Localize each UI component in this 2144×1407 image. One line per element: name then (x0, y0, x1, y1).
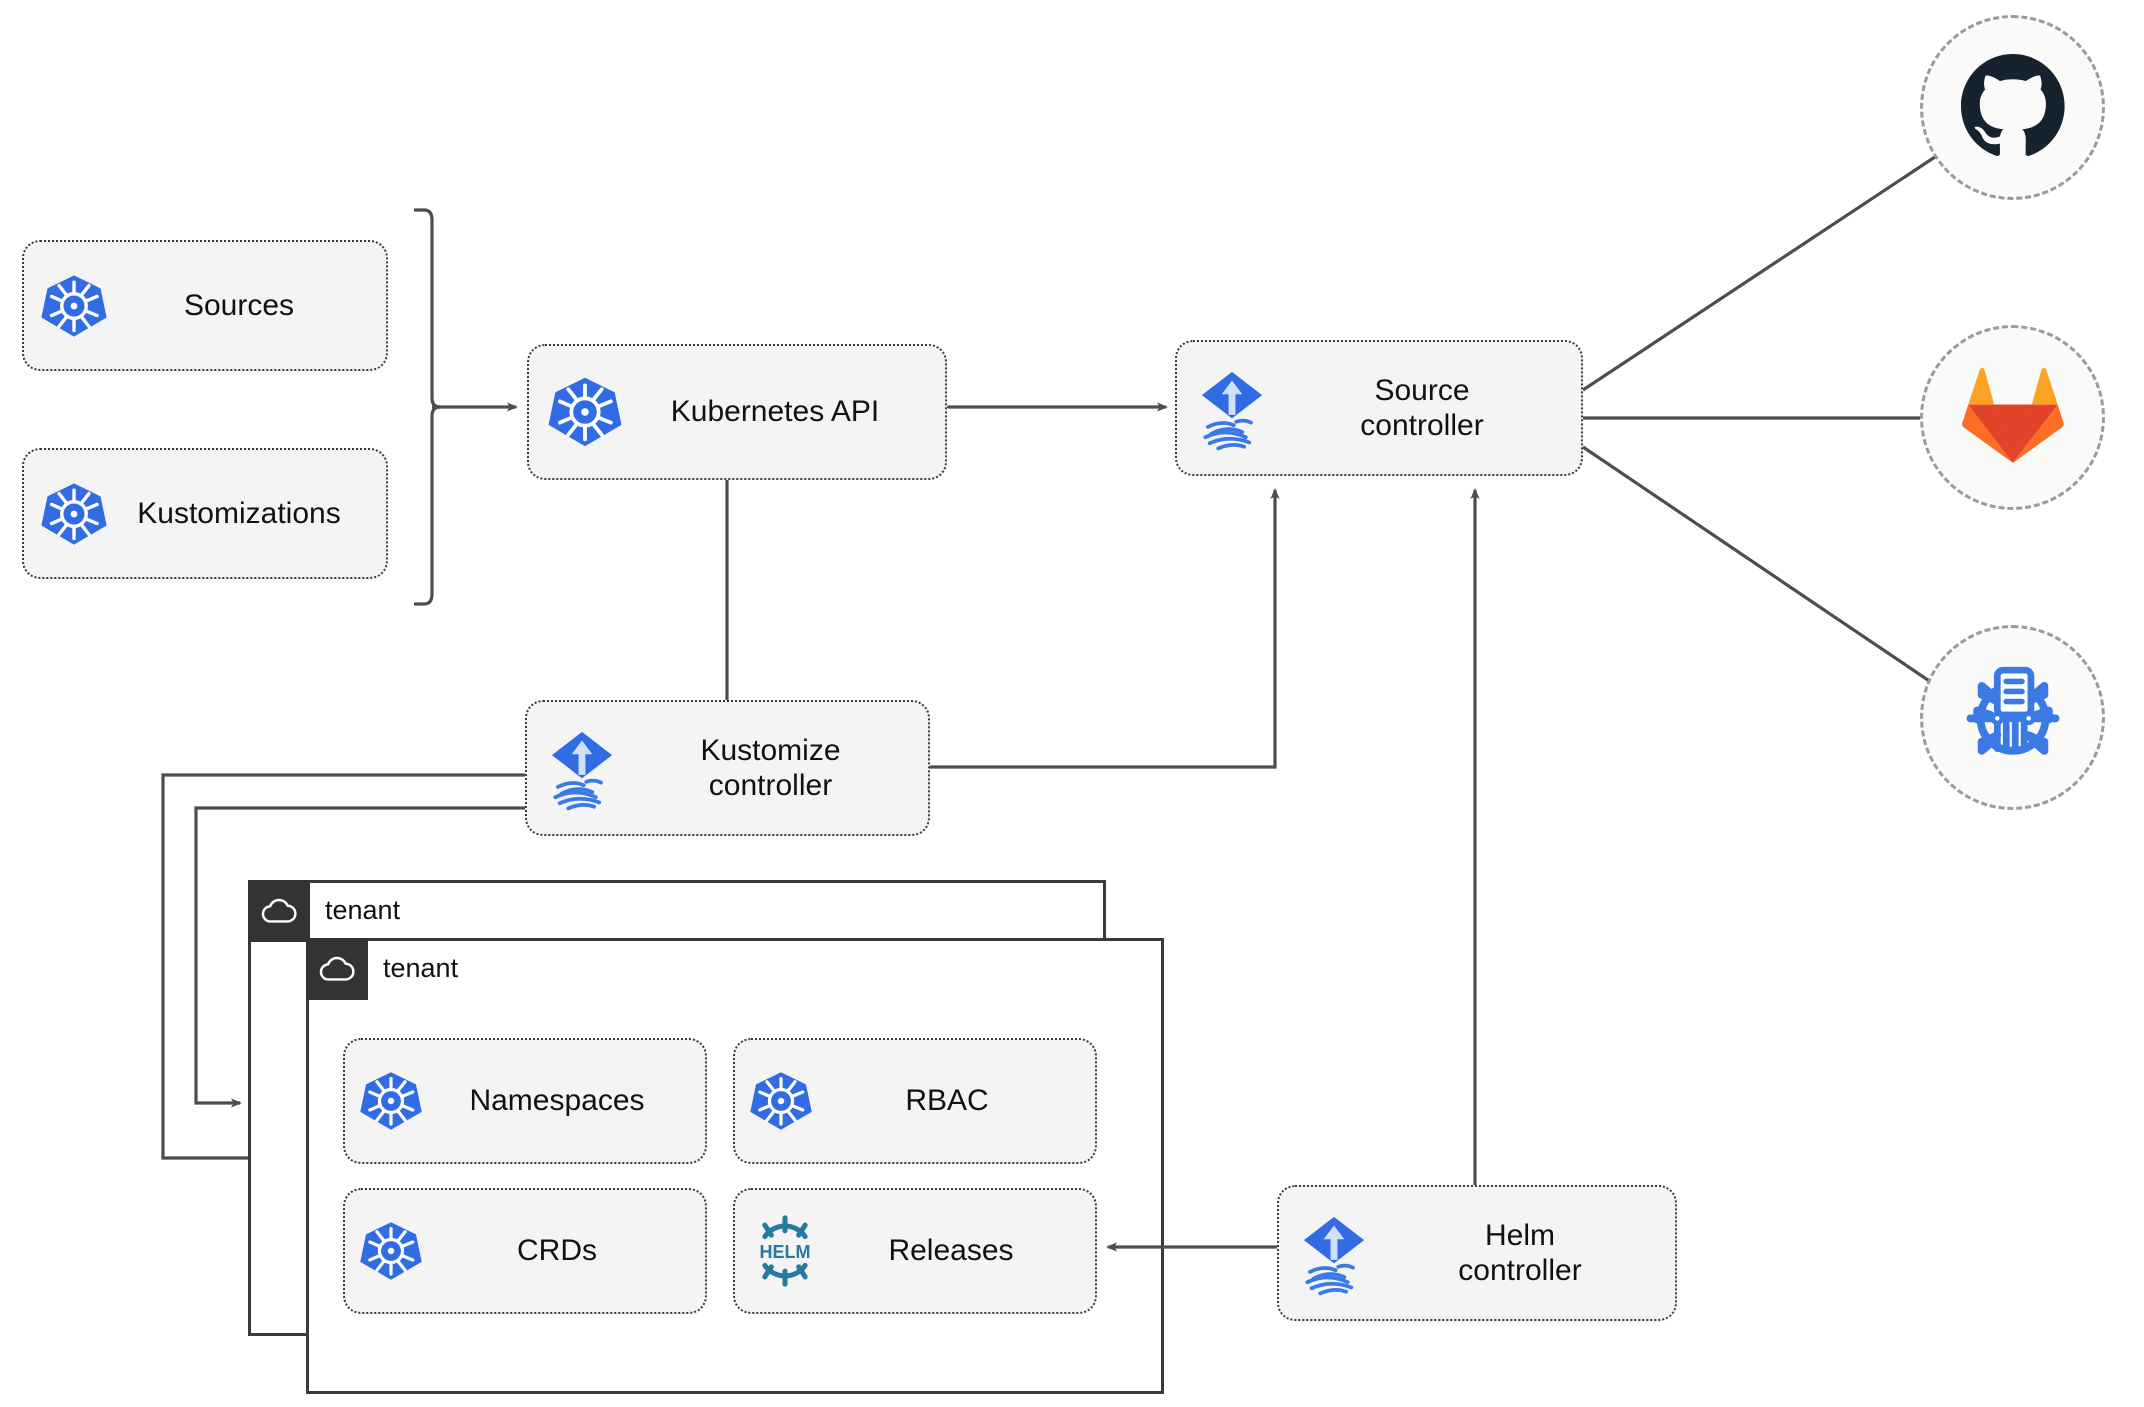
tenant-container-front[interactable]: tenant (306, 938, 1164, 1394)
node-label: CRDs (517, 1234, 597, 1268)
wire-source-to-helm-repo (1582, 445, 1955, 699)
node-label: Source controller (1360, 373, 1484, 442)
node-label: Helm controller (1458, 1218, 1582, 1287)
node-source-controller[interactable]: Source controller (1175, 340, 1583, 476)
node-label: Sources (183, 288, 295, 322)
node-releases[interactable]: HELM Releases (733, 1188, 1097, 1314)
github-icon (1960, 53, 2065, 162)
kubernetes-icon (749, 1069, 813, 1133)
node-sources[interactable]: Sources (22, 240, 388, 371)
endpoint-gitlab[interactable] (1920, 325, 2105, 510)
node-rbac[interactable]: RBAC (733, 1038, 1097, 1164)
node-helm-controller[interactable]: Helm controller (1277, 1185, 1677, 1321)
gitlab-icon (1961, 365, 2065, 470)
endpoint-helm-repository[interactable] (1920, 625, 2105, 810)
node-label: RBAC (905, 1084, 989, 1118)
kubernetes-icon (40, 272, 108, 340)
node-label: Namespaces (469, 1084, 645, 1118)
node-label: Releases (888, 1234, 1014, 1268)
node-namespaces[interactable]: Namespaces (343, 1038, 707, 1164)
flux-icon (1189, 365, 1275, 451)
flux-icon (539, 725, 625, 811)
node-label: Kubernetes API (670, 395, 880, 429)
endpoint-github[interactable] (1920, 15, 2105, 200)
tenant-label: tenant (383, 953, 459, 983)
helm-icon: HELM (749, 1215, 821, 1287)
wire-source-to-github (1582, 143, 1955, 392)
svg-text:HELM: HELM (760, 1242, 811, 1262)
wire-brace-bottom (414, 405, 441, 606)
kubernetes-icon (40, 480, 108, 548)
helm-repository-icon (1957, 659, 2069, 776)
node-crds[interactable]: CRDs (343, 1188, 707, 1314)
wire-kustomize-to-source (930, 488, 1280, 769)
tenant-label: tenant (325, 895, 401, 925)
node-label: Kustomizations (137, 496, 341, 530)
wire-brace-top (414, 208, 441, 409)
kubernetes-icon (359, 1219, 423, 1283)
kubernetes-icon (359, 1069, 423, 1133)
node-kubernetes-api[interactable]: Kubernetes API (527, 344, 947, 480)
node-kustomize-controller[interactable]: Kustomize controller (525, 700, 930, 836)
node-kustomizations[interactable]: Kustomizations (22, 448, 388, 579)
flux-icon (1291, 1210, 1377, 1296)
cloud-icon (306, 938, 368, 1000)
cloud-icon (248, 880, 310, 942)
kubernetes-icon (547, 374, 623, 450)
node-label: Kustomize controller (700, 733, 841, 802)
